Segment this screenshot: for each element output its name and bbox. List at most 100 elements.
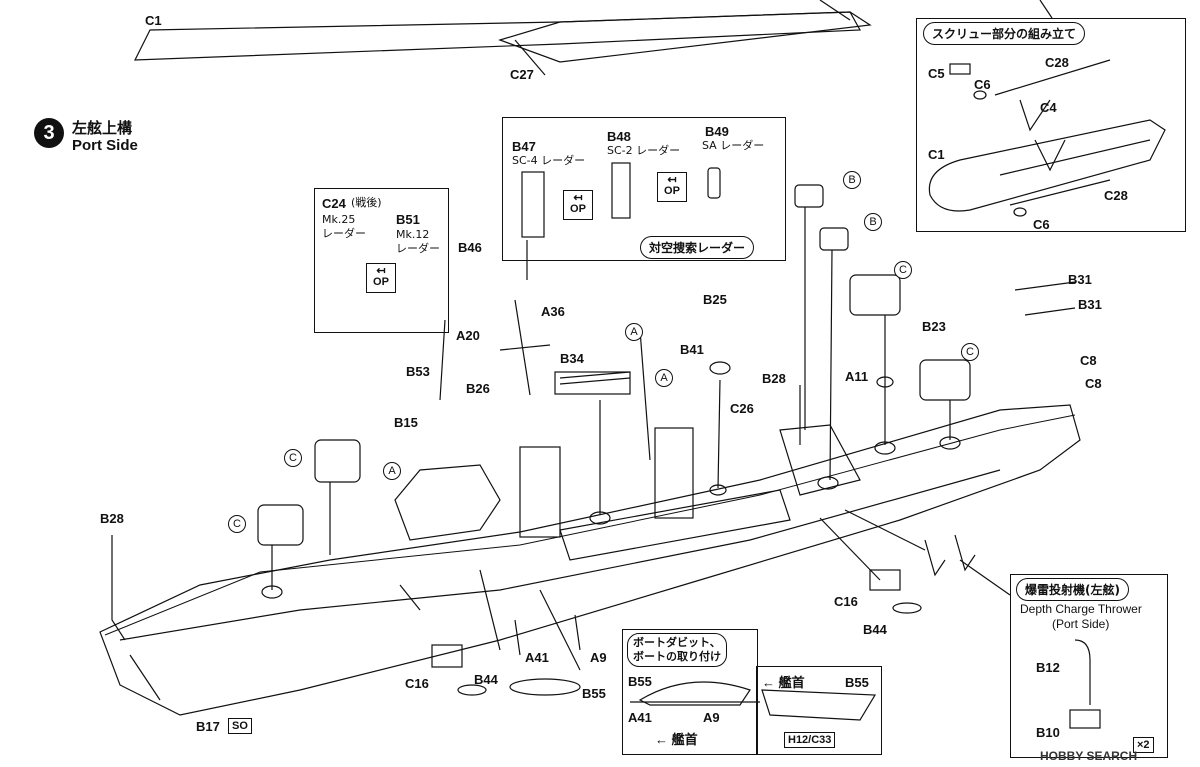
label-b17: B17: [196, 719, 220, 734]
screw-assembly-box: [916, 18, 1186, 232]
boat-box-a9: A9: [703, 710, 720, 725]
op-symbol-b47: ↤OP: [563, 190, 593, 220]
screw-label-c28-b: C28: [1104, 188, 1128, 203]
label-b44-right: B44: [863, 622, 887, 637]
label-b47: B47: [512, 139, 536, 154]
screw-label-c6: C6: [974, 77, 991, 92]
step-title-jp: 左舷上構: [72, 120, 133, 137]
step-title-en: Port Side: [72, 137, 138, 154]
circled-ref-a1: A: [625, 323, 643, 341]
circled-ref-c-gun1: C: [894, 261, 912, 279]
gun-turret-2: [314, 439, 361, 483]
label-c8-b: C8: [1085, 376, 1102, 391]
label-c26: C26: [730, 401, 754, 416]
label-b31-b: B31: [1078, 297, 1102, 312]
circled-ref-b1: B: [843, 171, 861, 189]
label-b44-left: B44: [474, 672, 498, 687]
label-b48-desc: SC-2 レーダー: [607, 144, 681, 157]
label-b10: B10: [1036, 725, 1060, 740]
label-c16-right: C16: [834, 594, 858, 609]
label-c24-desc2: レーダー: [322, 227, 366, 240]
funnel-1: [519, 446, 561, 538]
circled-ref-a2: A: [655, 369, 673, 387]
radar-box: [502, 117, 786, 261]
label-b48: B48: [607, 129, 631, 144]
label-b55: B55: [582, 686, 606, 701]
label-b53: B53: [406, 364, 430, 379]
depth-charge-box: [1010, 574, 1168, 758]
boat-davit-box: [622, 629, 758, 755]
label-b47-desc: SC-4 レーダー: [512, 154, 586, 167]
gun-turret-4: [919, 359, 971, 401]
label-b25: B25: [703, 292, 727, 307]
label-c24-desc1: Mk.25: [322, 213, 356, 226]
screw-label-c6-b: C6: [1033, 217, 1050, 232]
label-b34: B34: [560, 351, 584, 366]
label-b23: B23: [922, 319, 946, 334]
bridge: [394, 464, 501, 541]
circled-ref-a3: A: [383, 462, 401, 480]
label-c16-left: C16: [405, 676, 429, 691]
boat-box-bow: ← 艦首: [655, 732, 698, 747]
circled-ref-c-gun2: C: [961, 343, 979, 361]
circled-ref-c-fwd2: C: [228, 515, 246, 533]
label-b46: B46: [458, 240, 482, 255]
label-a20: A20: [456, 328, 480, 343]
postwar-radar-box: [314, 188, 449, 333]
screw-label-c5: C5: [928, 66, 945, 81]
hull-detail-bow: ← 艦首: [762, 675, 805, 690]
label-c8-a: C8: [1080, 353, 1097, 368]
label-b51-desc2: レーダー: [396, 242, 440, 255]
boat-box-b55: B55: [628, 674, 652, 689]
label-a9: A9: [590, 650, 607, 665]
step-number: 3: [34, 118, 64, 148]
hull-detail-box: [756, 666, 882, 755]
gun-turret-3: [849, 274, 901, 316]
label-c24-note: (戦後): [351, 196, 382, 209]
qty-tag: ×2: [1133, 737, 1154, 753]
label-b49-desc: SA レーダー: [702, 139, 765, 152]
hull-top-c1: [134, 11, 861, 61]
circled-ref-b2: B: [864, 213, 882, 231]
label-b49: B49: [705, 124, 729, 139]
label-c27: C27: [510, 67, 534, 82]
label-a41: A41: [525, 650, 549, 665]
label-b31-a: B31: [1068, 272, 1092, 287]
screw-label-c1: C1: [928, 147, 945, 162]
label-b26: B26: [466, 381, 490, 396]
label-c24: C24: [322, 196, 346, 211]
gun-turret-1: [257, 504, 304, 546]
label-c1-top: C1: [145, 13, 162, 28]
boat-box-title: ボートダビット、ボートの取り付け: [627, 633, 727, 667]
screw-label-c28-a: C28: [1045, 55, 1069, 70]
label-b41: B41: [680, 342, 704, 357]
screw-box-title: スクリュー部分の組み立て: [923, 22, 1086, 45]
depth-box-title: 爆雷投射機(左舷): [1016, 578, 1129, 601]
circled-ref-c-fwd1: C: [284, 449, 302, 467]
radar-caption: 対空捜索レーダー: [640, 236, 755, 259]
label-b15: B15: [394, 415, 418, 430]
screw-label-c4: C4: [1040, 100, 1057, 115]
label-a36: A36: [541, 304, 565, 319]
funnel-2: [654, 427, 694, 519]
hull-detail-tag: H12/C33: [784, 732, 836, 748]
op-symbol-b51: ↤OP: [366, 263, 396, 293]
watermark: HOBBY SEARCH: [1040, 749, 1138, 763]
screw-hull: [928, 119, 1166, 212]
depth-box-en2: (Port Side): [1052, 617, 1110, 631]
hull-detail-b55: B55: [845, 675, 869, 690]
boat-box-a41: A41: [628, 710, 652, 725]
hull-top-c27: [498, 11, 872, 63]
torpedo-tubes: [554, 371, 631, 395]
label-b51-desc1: Mk.12: [396, 228, 430, 241]
ship-hull: [99, 404, 1081, 716]
label-b28-left: B28: [100, 511, 124, 526]
so-tag: SO: [228, 718, 252, 734]
label-b12: B12: [1036, 660, 1060, 675]
label-a11: A11: [845, 369, 869, 384]
label-b51: B51: [396, 212, 420, 227]
label-b28-mid: B28: [762, 371, 786, 386]
depth-box-en1: Depth Charge Thrower: [1020, 602, 1142, 616]
op-symbol-b48: ↤OP: [657, 172, 687, 202]
